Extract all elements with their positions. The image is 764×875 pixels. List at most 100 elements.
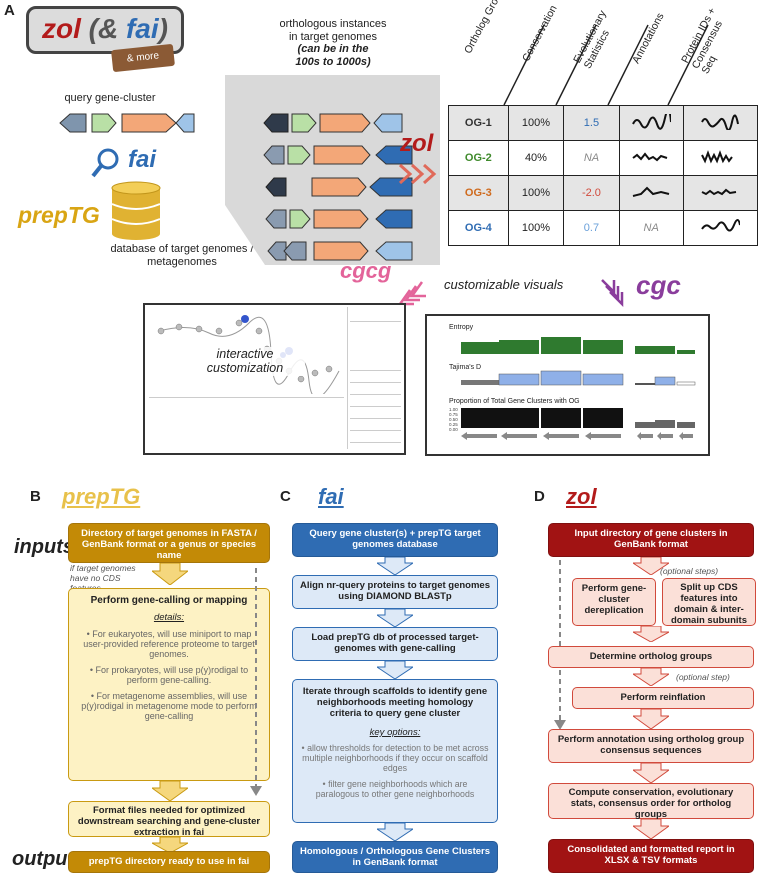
query-gene-cluster-arrows: [59, 113, 195, 133]
dashed-bypass-arrow: [250, 568, 262, 796]
og-protein-ids: [682, 210, 759, 246]
down-arrow-icon: [633, 626, 669, 642]
detail-metagenomes: • For metagenome assemblies, will use p(…: [81, 691, 257, 721]
table-row: OG-1 100% 1.5: [448, 105, 759, 141]
format-files-box: Format files needed for optimized downst…: [68, 801, 270, 838]
iterate-scaffolds-box: Iterate through scaffolds to identify ge…: [292, 679, 498, 823]
og-conservation: 100%: [507, 105, 565, 141]
detail-eukaryotes: • For eukaryotes, will use miniport to m…: [83, 629, 255, 659]
down-arrow-icon: [633, 819, 669, 839]
sequence-squiggle-icon: [701, 218, 742, 231]
annotation-squiggle-icon: [632, 186, 670, 197]
preptg-title: prepTG: [62, 484, 141, 509]
option-1: • allow thresholds for detection to be m…: [301, 743, 489, 773]
cgc-tracks: [461, 337, 696, 440]
zol-title: zol: [566, 484, 597, 509]
orthologous-title-line1: orthologous instances: [279, 18, 387, 30]
cgc-screenshot: Entropy Tajima's D Proportion of Total G…: [425, 314, 710, 456]
down-arrow-icon: [152, 781, 188, 801]
down-arrow-icon: [377, 823, 413, 841]
optional-steps-label: (optional steps): [660, 566, 719, 576]
og-annotation: [618, 175, 684, 211]
panel-d-letter: D: [534, 488, 545, 505]
og-annotation: NA: [618, 210, 684, 246]
preptg-input-box: Directory of target genomes in FASTA / G…: [68, 523, 270, 563]
track-entropy-label: Entropy: [449, 324, 474, 331]
og-annotation: [618, 105, 684, 141]
key-options-label: key options:: [369, 727, 421, 738]
detail-prokaryotes: • For prokaryotes, will use p(y)rodigal …: [89, 665, 249, 685]
inputs-label: inputs: [14, 536, 74, 558]
og-conservation: 100%: [507, 175, 565, 211]
load-db-box: Load prepTG db of processed target-genom…: [292, 627, 498, 661]
align-proteins-box: Align nr-query proteins to target genome…: [292, 575, 498, 609]
zol-input-box: Input directory of gene clusters in GenB…: [548, 523, 754, 557]
down-arrow-icon: [633, 668, 669, 686]
ortholog-table: OG-1 100% 1.5 OG-2 40% NA OG-3 100% -2.0…: [448, 105, 759, 246]
og-protein-ids: [682, 105, 759, 141]
og-conservation: 100%: [507, 210, 565, 246]
iterate-scaffolds-text: Iterate through scaffolds to identify ge…: [302, 686, 488, 719]
table-row: OG-3 100% -2.0: [448, 175, 759, 211]
ytick: 0.75: [449, 412, 458, 417]
og-evo-stat: 0.7: [563, 210, 620, 246]
option-1-text: allow thresholds for detection to be met…: [302, 743, 489, 773]
interactive-label-line2: customization: [206, 361, 284, 376]
option-2-text: filter gene neighborhoods which are para…: [315, 779, 475, 799]
og-id: OG-4: [464, 222, 492, 234]
track-proportion-label: Proportion of Total Gene Clusters with O…: [449, 398, 580, 405]
details-label: details:: [153, 612, 185, 623]
annotation-box: Perform annotation using ortholog group …: [548, 729, 754, 763]
settings-sidebar: [347, 307, 403, 449]
down-arrow-icon: [633, 557, 669, 575]
og-evo-stat: 1.5: [563, 105, 620, 141]
database-label: database of target genomes / metagenomes: [110, 243, 254, 268]
node-info-panel: [149, 397, 344, 448]
down-arrow-icon: [152, 837, 188, 853]
database-icon: [111, 181, 161, 240]
down-arrow-icon: [377, 557, 413, 575]
ytick: 0.25: [449, 422, 458, 427]
cgc-label: cgc: [636, 270, 681, 300]
og-conservation: 40%: [507, 140, 565, 176]
annotation-squiggle-icon: [632, 108, 673, 130]
og-id: OG-3: [464, 187, 492, 199]
ytick: 0.00: [449, 427, 458, 432]
dashed-bypass-arrow: [554, 670, 566, 730]
target-genome-arrows: [263, 113, 413, 261]
orthologous-title-line3: (can be in the: [297, 43, 369, 56]
down-arrow-icon: [377, 609, 413, 627]
reinflation-box: Perform reinflation: [572, 687, 754, 709]
fai-title: fai: [318, 484, 344, 509]
og-protein-ids: [682, 175, 759, 211]
panel-a-letter: A: [4, 2, 15, 19]
down-arrow-icon: [152, 563, 188, 585]
magnifier-icon: [91, 148, 119, 178]
interactive-label-line1: interactive: [216, 347, 274, 361]
og-id: OG-2: [464, 152, 492, 164]
down-arrow-icon: [377, 661, 413, 679]
sequence-squiggle-icon: [701, 188, 737, 195]
ortholog-groups-box: Determine ortholog groups: [548, 646, 754, 668]
og-evo-stat: NA: [563, 140, 620, 176]
table-row: OG-2 40% NA: [448, 140, 759, 176]
sequence-squiggle-icon: [701, 114, 740, 131]
down-arrow-icon: [633, 709, 669, 729]
fai-input-box: Query gene cluster(s) + prepTG target ge…: [292, 523, 498, 557]
preptg-output-box: prepTG directory ready to use in fai: [68, 851, 270, 873]
cgcg-label: cgcg: [340, 258, 392, 283]
cgcg-screenshot: interactive customization: [143, 303, 406, 455]
option-2: • filter gene neighborhoods which are pa…: [315, 779, 475, 799]
zol-label: zol: [400, 130, 434, 157]
proportion-yticks: 1.00 0.75 0.50 0.25 0.00: [449, 407, 458, 432]
og-evo-stat: -2.0: [563, 175, 620, 211]
detail-3-text: For metagenome assemblies, will use p(y)…: [81, 691, 257, 721]
orthologous-title-line2: in target genomes: [288, 30, 378, 43]
detail-1-text: For eukaryotes, will use miniport to map…: [83, 629, 255, 659]
chevron-arrows-icon: [398, 163, 437, 185]
cgc-chevron-icon: [601, 279, 624, 308]
orthologous-title-line4: 100s to 1000s): [295, 55, 371, 68]
og-protein-ids: [682, 140, 759, 176]
customizable-visuals-label: customizable visuals: [444, 277, 564, 292]
gene-calling-title: Perform gene-calling or mapping: [90, 595, 248, 606]
